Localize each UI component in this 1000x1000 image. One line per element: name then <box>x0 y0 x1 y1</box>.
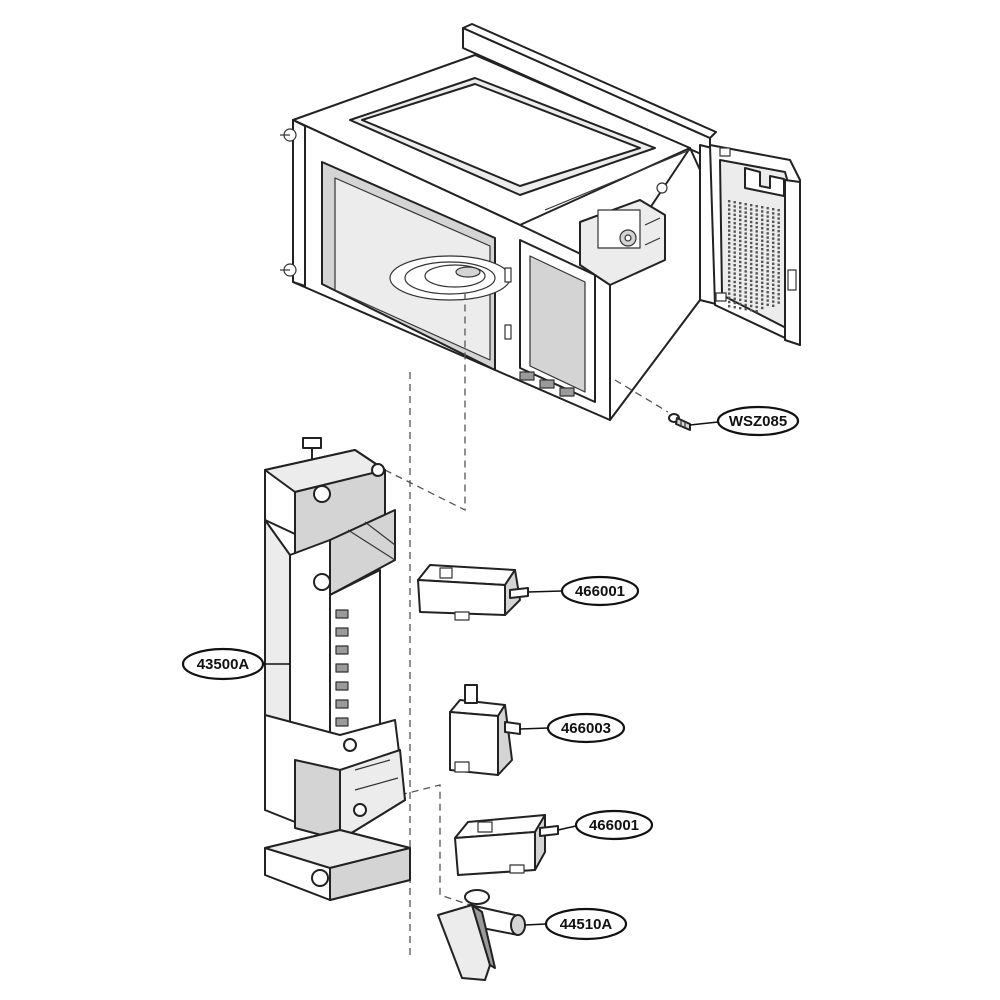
microswitch-icon <box>417 564 529 621</box>
screw-icon <box>668 413 691 431</box>
leader-lines <box>262 421 719 926</box>
callout-43500a: 43500A <box>181 647 265 681</box>
callout-466001-top: 466001 <box>560 575 640 607</box>
svg-text:466001: 466001 <box>575 583 625 600</box>
callout-466003: 466003 <box>546 712 626 744</box>
microswitch-icon <box>449 684 521 776</box>
latch-lever-icon <box>437 889 526 981</box>
svg-text:44510A: 44510A <box>560 916 613 933</box>
microswitch-icon <box>454 814 559 876</box>
turntable <box>389 255 511 301</box>
svg-text:466001: 466001 <box>589 817 639 834</box>
oven-cavity-assembly <box>280 23 717 421</box>
svg-text:WSZ085: WSZ085 <box>729 413 787 430</box>
callout-44510a: 44510A <box>544 907 628 941</box>
magnetron-block <box>579 199 666 286</box>
latch-board <box>264 437 411 901</box>
vent-perforation <box>728 200 780 313</box>
svg-text:43500A: 43500A <box>197 656 250 673</box>
vent-panel <box>699 144 801 346</box>
callout-466001-bottom: 466001 <box>574 809 654 841</box>
callout-wsz085: WSZ085 <box>716 405 800 437</box>
svg-text:466003: 466003 <box>561 720 611 737</box>
latch-teeth <box>335 609 349 727</box>
